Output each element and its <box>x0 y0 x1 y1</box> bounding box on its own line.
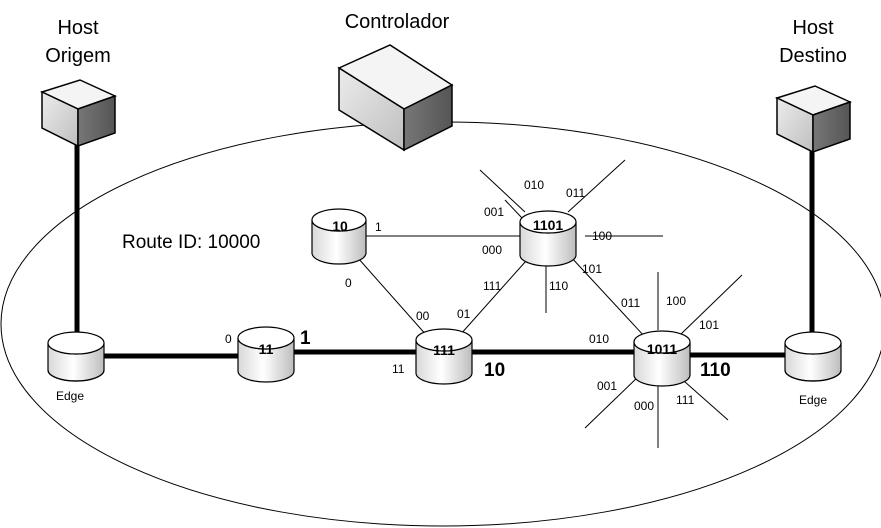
port-label: 001 <box>484 205 504 219</box>
thin-links <box>357 159 743 448</box>
spoke-1101-010 <box>479 169 526 213</box>
port-label: 101 <box>699 318 719 332</box>
node-1101-label: 1101 <box>533 217 564 233</box>
port-label: 101 <box>582 262 602 276</box>
network-boundary <box>0 121 881 527</box>
link-10-111 <box>357 257 429 338</box>
host-destino-label-1: Host <box>792 17 834 39</box>
node-1011-label: 1011 <box>647 341 678 357</box>
host-destino-device <box>774 85 853 154</box>
host-origem-label-2: Origem <box>45 45 111 67</box>
switch-1101 <box>519 210 577 267</box>
link-1101-1011 <box>569 255 646 338</box>
switch-10 <box>311 208 367 265</box>
port-label: 111 <box>483 279 502 293</box>
host-destino-label-2: Destino <box>779 45 847 67</box>
link-111-1101 <box>459 260 527 336</box>
port-label: 0 <box>225 332 232 346</box>
port-label: 01 <box>457 307 471 321</box>
spoke-1101-011 <box>567 159 626 213</box>
path-label-1: 1 <box>300 328 311 349</box>
port-label: 011 <box>621 296 640 310</box>
edge-left-label: Edge <box>56 389 84 403</box>
node-11-label: 11 <box>259 341 274 357</box>
controlador-label: Controlador <box>345 11 450 33</box>
switch-11 <box>237 326 295 383</box>
path-label-10: 10 <box>484 360 505 381</box>
node-111-label: 111 <box>433 342 455 358</box>
switch-1011 <box>633 330 691 387</box>
spoke-1101-001 <box>504 199 523 219</box>
node-10-label: 10 <box>332 218 348 234</box>
port-label: 001 <box>597 379 617 393</box>
port-label: 00 <box>416 309 430 323</box>
port-label: 11 <box>392 362 405 376</box>
port-label: 110 <box>549 279 568 293</box>
spoke-1011-101 <box>679 274 743 336</box>
port-label: 010 <box>589 332 609 346</box>
port-label: 010 <box>524 178 544 192</box>
controlador-device <box>337 44 454 152</box>
path-label-110: 110 <box>700 360 731 381</box>
spoke-1011-001 <box>584 374 641 429</box>
port-label: 100 <box>666 294 686 308</box>
edge-right-switch <box>784 331 842 382</box>
port-label: 1 <box>375 220 382 234</box>
port-label: 0 <box>345 276 352 290</box>
route-id-label: Route ID: 10000 <box>122 232 260 253</box>
host-origem-label-1: Host <box>57 17 99 39</box>
port-label: 100 <box>592 229 612 243</box>
edge-left-switch <box>47 331 105 382</box>
host-origem-device <box>39 79 118 148</box>
port-label: 000 <box>634 399 654 413</box>
port-label: 111 <box>676 393 695 407</box>
port-label: 011 <box>566 186 585 200</box>
thick-links <box>74 140 815 359</box>
switch-111 <box>415 328 473 385</box>
edge-right-label: Edge <box>799 393 827 407</box>
port-label: 000 <box>482 243 502 257</box>
